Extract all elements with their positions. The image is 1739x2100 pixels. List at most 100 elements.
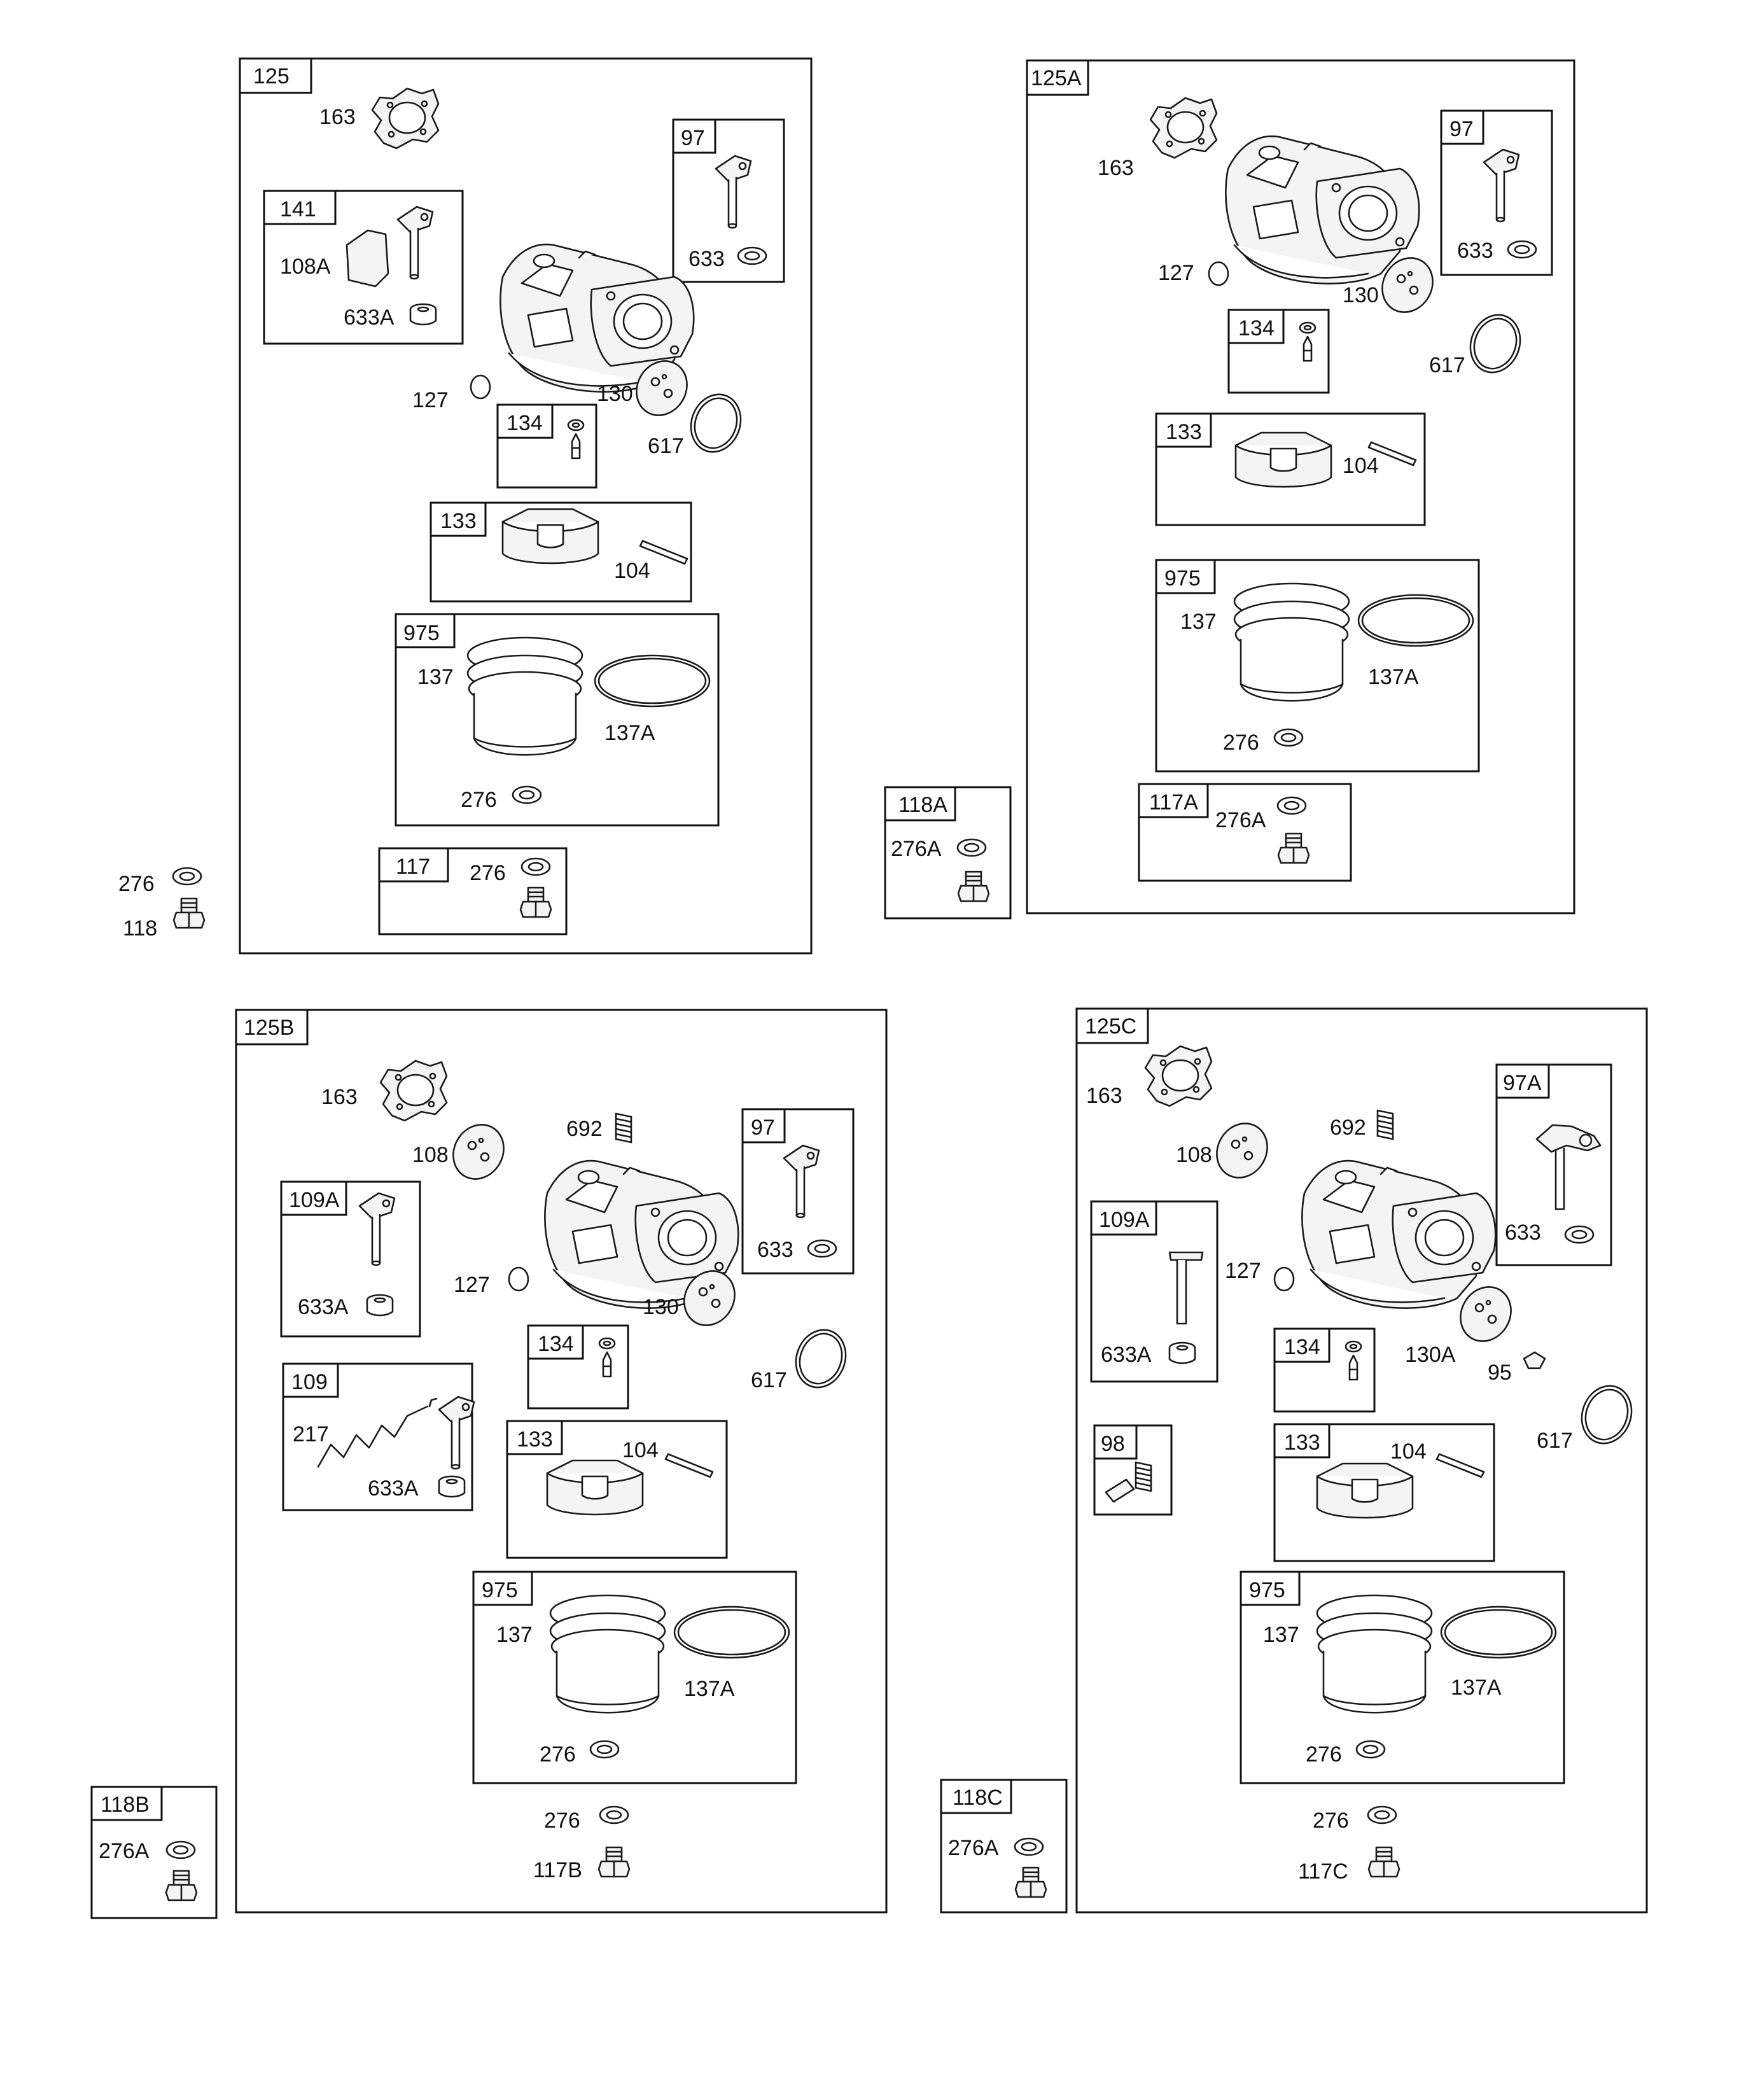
panel-frame: [1026, 59, 1575, 914]
part-label-137a: 137A: [1368, 665, 1419, 689]
drain-plug-118: [172, 897, 206, 929]
panel-125b: 125B 163 108 692 97 633 109A 633A 127 13…: [235, 1009, 888, 1914]
washer-276: [512, 785, 542, 804]
washer-276a: [1014, 1837, 1044, 1856]
gasket-137a: [1440, 1606, 1557, 1659]
oring-617: [1462, 307, 1529, 381]
subassembly-97-frame: [741, 1108, 855, 1275]
part-label-975: 975: [1249, 1578, 1285, 1602]
carburetor-body: [1301, 1159, 1497, 1309]
part-label-95: 95: [1488, 1361, 1512, 1385]
panel-125: 125 163 97 633 141 108A 633A 127 130 617…: [239, 57, 813, 955]
spring-692: [615, 1112, 632, 1144]
panel-125c: 125C 163 108 692 97A 633 109A 633A 127 1…: [1075, 1007, 1648, 1914]
part-label-617: 617: [648, 434, 684, 458]
part-label-633a: 633A: [344, 305, 395, 330]
idle-screw-98: [1105, 1478, 1135, 1503]
bowl-137: [1316, 1594, 1433, 1714]
throttle-shaft: [783, 1144, 820, 1219]
part-label-118: 118: [123, 916, 157, 941]
panel-125a: 125A 163 127 130 97 633 134 617 133 104 …: [1026, 59, 1575, 914]
float-133: [546, 1459, 644, 1516]
needle-134: [567, 419, 585, 459]
screw-95: [1523, 1351, 1546, 1369]
drain-plug-117b: [597, 1846, 631, 1878]
drain-plug-117a: [1277, 832, 1310, 864]
subassembly-133-frame: [1273, 1423, 1495, 1562]
part-label-137a: 137A: [604, 721, 655, 745]
part-label-633: 633: [1457, 239, 1493, 263]
needle-134: [1299, 321, 1316, 362]
part-label-975: 975: [482, 1578, 518, 1602]
subassembly-133-frame: [506, 1420, 728, 1559]
float-133: [1234, 431, 1332, 488]
box-118b: 118B 276A: [90, 1786, 218, 1919]
part-label-137: 137: [496, 1623, 533, 1647]
bushing-633a: [366, 1294, 394, 1317]
box-tag: 118A: [898, 793, 947, 817]
choke-lever: [438, 1396, 475, 1470]
part-label-104: 104: [1390, 1439, 1427, 1464]
subassembly-97-frame: [1440, 109, 1553, 276]
subassembly-117-frame: [378, 847, 568, 935]
part-label-127: 127: [1225, 1259, 1261, 1283]
washer-276: [172, 867, 202, 886]
subassembly-975-frame: [472, 1571, 797, 1784]
choke-shaft: [1168, 1251, 1204, 1261]
part-label-276a: 276A: [948, 1836, 999, 1860]
part-label-276: 276: [1223, 731, 1259, 755]
panel-frame: [239, 57, 813, 955]
washer-276a: [956, 838, 987, 857]
part-label-133: 133: [1166, 420, 1202, 444]
subassembly-975-frame: [1155, 559, 1480, 773]
oring-617: [1573, 1378, 1640, 1452]
part-label-133: 133: [440, 509, 477, 533]
washer-276: [1367, 1805, 1397, 1824]
plug-127: [1208, 261, 1229, 286]
bowl-137: [549, 1594, 666, 1714]
panel-tag: 125B: [244, 1016, 294, 1040]
subassembly-109a-frame: [280, 1180, 421, 1338]
tag-box: [235, 1009, 309, 1046]
washer-276a: [1276, 796, 1307, 815]
part-label-276a: 276A: [891, 837, 942, 861]
gasket-137a: [1357, 594, 1474, 647]
part-label-98: 98: [1101, 1432, 1125, 1456]
part-label-134: 134: [538, 1332, 574, 1356]
bowl-137: [466, 636, 583, 756]
part-label-633: 633: [1505, 1221, 1541, 1245]
part-label-137: 137: [1263, 1623, 1299, 1647]
washer-276: [599, 1805, 629, 1824]
float-133: [501, 508, 599, 564]
spring-217: [317, 1405, 429, 1468]
carburetor-body: [1225, 135, 1420, 284]
drain-plug-117c: [1367, 1846, 1400, 1878]
part-label-130a: 130A: [1405, 1343, 1456, 1367]
tag-box: [1026, 59, 1089, 96]
drain-plug-118c: [1014, 1866, 1047, 1898]
part-label-97a: 97A: [1503, 1071, 1542, 1095]
choke-shaft: [396, 206, 434, 280]
part-label-141: 141: [280, 197, 316, 221]
part-label-633a: 633A: [298, 1295, 349, 1319]
part-label-163: 163: [321, 1085, 358, 1109]
part-label-109a: 109A: [1099, 1208, 1150, 1232]
part-label-276: 276: [118, 872, 155, 896]
part-label-97: 97: [751, 1116, 775, 1140]
panel-tag: 125C: [1085, 1014, 1136, 1039]
plug-127: [1273, 1266, 1295, 1292]
part-label-104: 104: [1343, 454, 1379, 478]
washer-276: [1273, 728, 1304, 747]
part-label-633: 633: [688, 247, 725, 271]
subassembly-97-frame: [672, 118, 785, 283]
bushing-633a: [1168, 1341, 1196, 1364]
part-label-97: 97: [681, 126, 705, 150]
plug-127: [470, 374, 491, 400]
throttle-shaft: [1483, 148, 1520, 223]
part-label-137: 137: [1180, 610, 1217, 634]
plate-108: [1206, 1113, 1278, 1188]
part-label-276: 276: [461, 788, 497, 812]
box-118c: 118C 276A: [940, 1779, 1068, 1914]
drain-plug-117: [519, 886, 552, 918]
